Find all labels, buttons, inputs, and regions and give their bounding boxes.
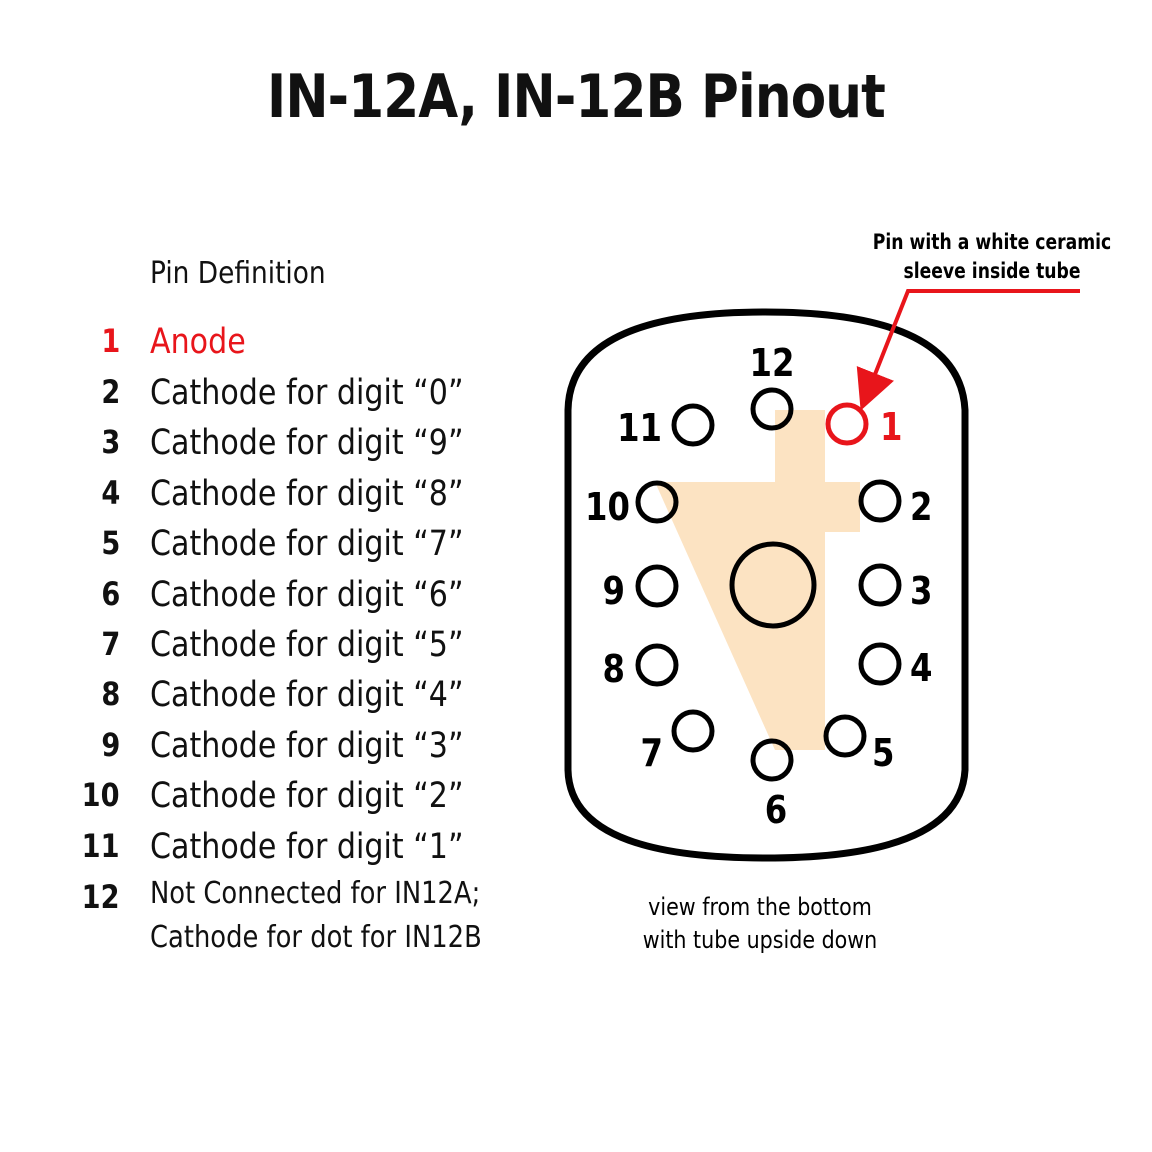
- pin-8-label: 8: [603, 648, 625, 692]
- pin-8-circle: [635, 643, 679, 687]
- pin-12-circle: [750, 387, 794, 431]
- pin-7-circle: [671, 709, 715, 753]
- legend-pin-description: Anode: [150, 322, 246, 362]
- legend-pin-number: 11: [82, 827, 120, 865]
- legend-pin-number: 5: [101, 524, 120, 562]
- legend-pin-description: Cathode for digit “4”: [150, 675, 464, 715]
- legend-pin-number: 3: [101, 423, 120, 461]
- legend-pin-number: 10: [82, 776, 120, 814]
- pin-2-circle: [858, 479, 902, 523]
- pin-9-circle: [635, 564, 679, 608]
- pin-5-circle: [823, 714, 867, 758]
- callout-line-2: sleeve inside tube: [903, 258, 1080, 283]
- legend-pin-description: Not Connected for IN12A; Cathode for dot…: [150, 876, 482, 955]
- legend-item-pin-8: 8 Cathode for digit “4”: [0, 675, 560, 725]
- pin-11-circle: [671, 403, 715, 447]
- legend-item-pin-11: 11 Cathode for digit “1”: [0, 827, 560, 877]
- pin-6-circle: [750, 738, 794, 782]
- callout-arrow: [856, 289, 1080, 411]
- pin-7-label: 7: [641, 732, 663, 776]
- legend-pin-number: 12: [82, 878, 120, 916]
- legend-pin-number: 8: [101, 675, 120, 713]
- orientation-key-shape: [655, 410, 860, 750]
- pin-1-circle: [825, 402, 869, 446]
- legend-pin-description: Cathode for digit “3”: [150, 726, 464, 766]
- legend-pin-number: 9: [101, 726, 120, 764]
- legend-pin-description: Cathode for digit “8”: [150, 474, 464, 514]
- legend-item-pin-3: 3 Cathode for digit “9”: [0, 423, 560, 473]
- legend-pin-number: 6: [101, 575, 120, 613]
- pin-4-circle: [858, 642, 902, 686]
- view-caption: view from the bottom with tube upside do…: [643, 894, 878, 955]
- pin-2-label: 2: [910, 486, 932, 530]
- pin-9-label: 9: [603, 570, 625, 614]
- legend-heading: Pin Definition: [150, 256, 326, 291]
- legend-pin-number: 1: [101, 322, 120, 360]
- legend-item-pin-9: 9 Cathode for digit “3”: [0, 726, 560, 776]
- pin-10-label: 10: [585, 486, 630, 530]
- legend-item-pin-6: 6 Cathode for digit “6”: [0, 575, 560, 625]
- legend-item-pin-12: 12 Not Connected for IN12A; Cathode for …: [0, 872, 560, 962]
- pin-11-label: 11: [617, 407, 662, 451]
- pin-6-label: 6: [765, 789, 787, 833]
- legend-pin-description: Cathode for digit “2”: [150, 776, 464, 816]
- legend-item-pin-7: 7 Cathode for digit “5”: [0, 625, 560, 675]
- pin-10-circle: [635, 480, 679, 524]
- legend-pin-number: 4: [101, 474, 120, 512]
- legend-item-pin-10: 10 Cathode for digit “2”: [0, 776, 560, 826]
- caption-line-1: view from the bottom: [648, 894, 872, 922]
- pin-1-label: 1: [880, 406, 902, 450]
- legend-pin-description: Cathode for digit “1”: [150, 827, 464, 867]
- legend-pin-description: Cathode for digit “9”: [150, 423, 464, 463]
- base-outline: [564, 308, 969, 862]
- legend-item-pin-5: 5 Cathode for digit “7”: [0, 524, 560, 574]
- pin-3-label: 3: [910, 570, 932, 614]
- legend-pin-description: Cathode for digit “6”: [150, 575, 464, 615]
- pin-12-label: 12: [750, 342, 795, 386]
- legend-pin-number: 7: [101, 625, 120, 663]
- center-exhaust-circle: [729, 541, 817, 629]
- legend-item-pin-1: 1 Anode: [0, 322, 560, 372]
- legend-pin-description: Cathode for digit “7”: [150, 524, 464, 564]
- legend-pin-description: Cathode for digit “5”: [150, 625, 464, 665]
- callout-line-1: Pin with a white ceramic: [873, 229, 1112, 254]
- pin-4-label: 4: [910, 647, 932, 691]
- page-title: IN-12A, IN-12B Pinout: [266, 62, 886, 132]
- legend-pin-description: Cathode for digit “0”: [150, 373, 464, 413]
- pin-5-label: 5: [872, 732, 894, 776]
- legend-pin-number: 2: [101, 373, 120, 411]
- ceramic-sleeve-callout: Pin with a white ceramic sleeve inside t…: [856, 229, 1112, 411]
- caption-line-2: with tube upside down: [643, 927, 878, 955]
- legend-item-pin-2: 2 Cathode for digit “0”: [0, 373, 560, 423]
- pin-definition-legend: Pin Definition 1 Anode 2 Cathode for dig…: [0, 0, 560, 1152]
- legend-item-pin-4: 4 Cathode for digit “8”: [0, 474, 560, 524]
- pin-3-circle: [858, 563, 902, 607]
